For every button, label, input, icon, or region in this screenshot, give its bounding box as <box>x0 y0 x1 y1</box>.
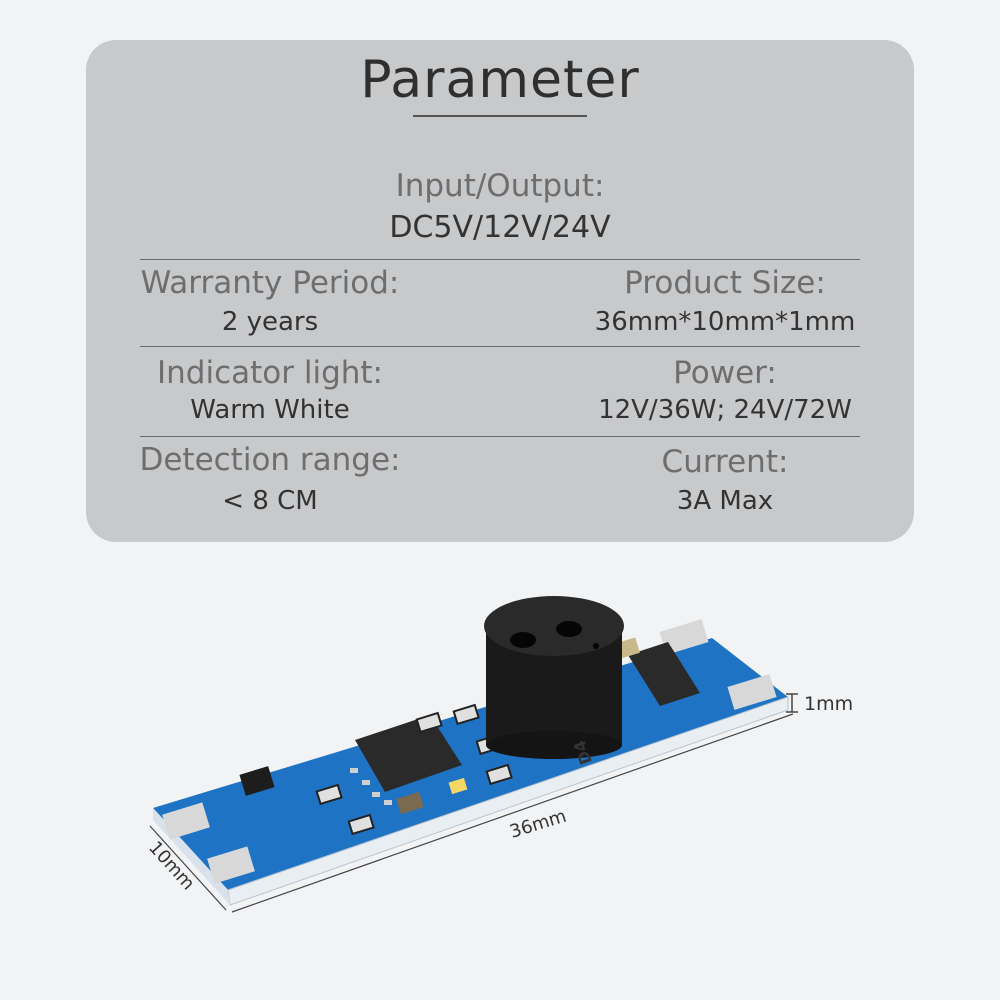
dimension-line-length <box>231 713 794 913</box>
parameter-card <box>86 40 914 542</box>
indicator-led <box>448 777 468 795</box>
spec-io: Input/Output: DC5V/12V/24V <box>300 168 700 245</box>
pcb-board <box>153 638 788 890</box>
spec-current: Current: 3A Max <box>580 444 870 516</box>
solder-pad <box>207 846 255 884</box>
resistor <box>485 763 513 786</box>
spec-power-label: Power: <box>673 355 777 391</box>
resistor <box>347 813 375 836</box>
spec-warranty: Warranty Period: 2 years <box>130 265 410 337</box>
ir-receiver-hole <box>556 621 582 637</box>
resistor <box>452 703 480 726</box>
spec-indicator: Indicator light: Warm White <box>130 355 410 425</box>
spec-io-label: Input/Output: <box>395 168 605 204</box>
spec-size-value: 36mm*10mm*1mm <box>594 307 856 337</box>
divider <box>140 346 860 347</box>
spec-warranty-label: Warranty Period: <box>140 265 400 301</box>
title-underline <box>413 115 587 117</box>
spec-power-value: 12V/36W; 24V/72W <box>598 395 852 425</box>
page-title: Parameter <box>360 50 640 110</box>
spec-power: Power: 12V/36W; 24V/72W <box>580 355 870 425</box>
spec-warranty-value: 2 years <box>221 307 319 337</box>
capacitor <box>396 791 424 815</box>
spec-io-value: DC5V/12V/24V <box>389 210 611 245</box>
sensor-pinhole <box>593 643 599 649</box>
spec-current-label: Current: <box>661 444 789 480</box>
spec-range-value: < 8 CM <box>222 486 318 516</box>
spec-indicator-value: Warm White <box>190 395 350 425</box>
spec-size-label: Product Size: <box>624 265 826 301</box>
ir-emitter-hole <box>510 632 536 648</box>
ic-chip <box>355 715 462 792</box>
voltage-regulator <box>628 642 700 706</box>
spec-range: Detection range: < 8 CM <box>130 442 410 516</box>
solder-pad <box>659 619 709 655</box>
spec-indicator-label: Indicator light: <box>157 355 383 391</box>
dimension-thickness-label: 1mm <box>804 693 853 715</box>
resistor <box>315 783 343 806</box>
spec-size: Product Size: 36mm*10mm*1mm <box>580 265 870 337</box>
divider <box>140 259 860 260</box>
ic-pins <box>350 768 392 805</box>
ir-sensor-base <box>486 731 622 759</box>
divider <box>140 436 860 437</box>
dimension-line-width <box>149 825 227 911</box>
ir-sensor-top <box>484 596 624 656</box>
solder-pad <box>162 802 210 840</box>
capacitor <box>616 637 640 659</box>
spec-current-value: 3A Max <box>676 486 774 516</box>
transistor <box>239 766 275 796</box>
spec-range-label: Detection range: <box>139 442 401 478</box>
solder-pad <box>727 674 777 710</box>
resistor <box>415 711 443 734</box>
